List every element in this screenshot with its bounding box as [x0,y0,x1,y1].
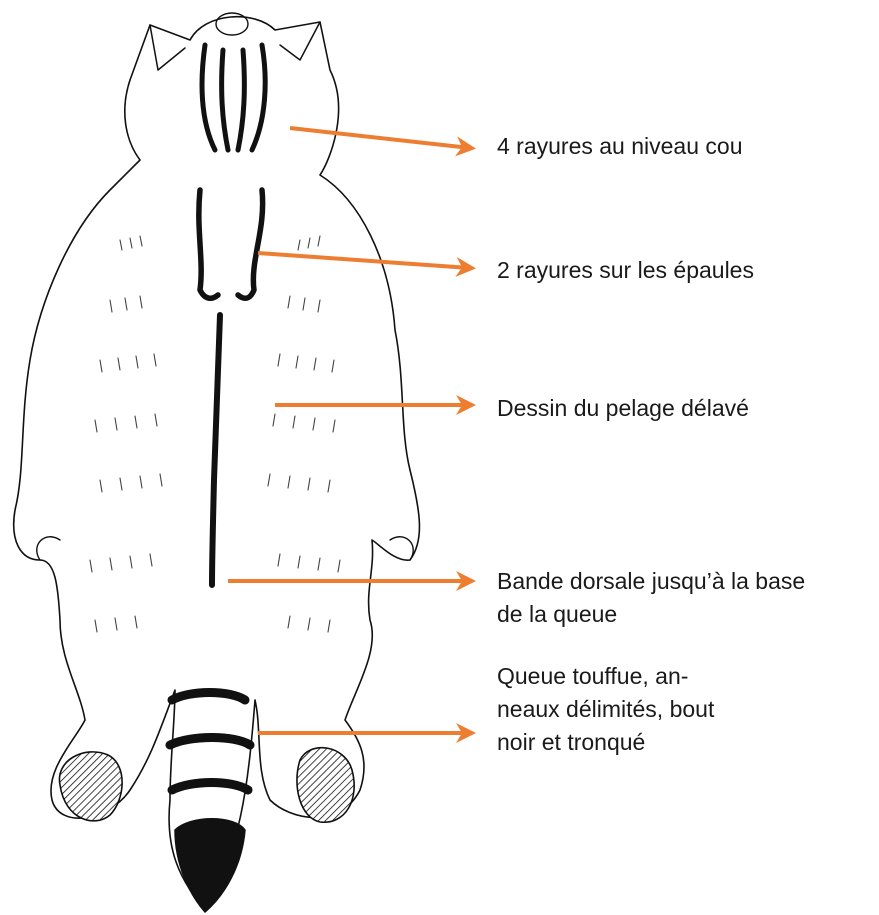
right-hind-pad [297,748,354,823]
label-neck-stripes: 4 rayures au niveau cou [497,130,743,163]
label-shoulder-stripes: 2 rayures sur les épaules [497,254,754,287]
cat-illustration [14,13,420,912]
label-coat-pattern: Dessin du pelage délavé [497,392,749,425]
tail-tip [175,819,245,912]
label-dorsal-band: Bande dorsale jusqu’à la base de la queu… [497,565,805,631]
label-tail: Queue touffue, an- neaux délimités, bout… [497,660,714,759]
